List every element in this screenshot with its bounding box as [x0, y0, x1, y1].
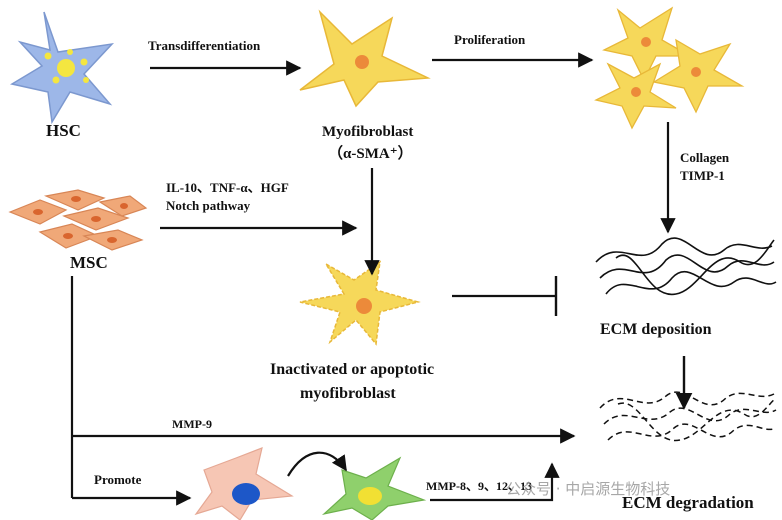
watermark-text: 公众号 · 中启源生物科技 — [506, 480, 670, 498]
proliferated-myofibroblast-cluster — [594, 6, 745, 130]
notch-pathway-label: Notch pathway — [166, 198, 251, 213]
hsc-cell — [10, 11, 115, 125]
mmp-list-label: MMP-8、9、12、13 — [426, 479, 532, 493]
inhibition-arrow — [452, 276, 558, 316]
pink-cell — [194, 447, 294, 520]
inactivated-label-line2: myofibroblast — [300, 385, 396, 402]
mmp-list-arrow — [430, 462, 560, 502]
myofibroblast-cell — [299, 9, 431, 108]
ecm-degradation-fibers — [599, 391, 777, 442]
msc-label: MSC — [70, 253, 108, 272]
ecm-deposition-label: ECM deposition — [600, 321, 712, 338]
inactivated-myofibroblast-cell — [299, 260, 421, 346]
mmp9-label: MMP-9 — [172, 417, 212, 431]
factors-label: IL-10、TNF-α、HGF — [166, 180, 289, 195]
collagen-label: Collagen — [680, 150, 730, 165]
green-cell — [321, 456, 427, 520]
alpha-sma-label: （α-SMA⁺） — [328, 144, 413, 162]
myofibroblast-label: Myofibroblast — [322, 124, 413, 140]
hsc-label: HSC — [46, 121, 81, 140]
ecm-deposition-fibers — [595, 237, 777, 295]
transdifferentiation-label: Transdifferentiation — [148, 38, 261, 53]
ecm-degradation-label: ECM degradation — [622, 493, 754, 512]
promote-label: Promote — [94, 472, 142, 487]
msc-cells — [8, 189, 148, 251]
timp1-label: TIMP-1 — [680, 168, 725, 183]
inactivated-label-line1: Inactivated or apoptotic — [270, 361, 434, 378]
proliferation-label: Proliferation — [454, 32, 526, 47]
conversion-curved-arrow — [287, 451, 347, 477]
